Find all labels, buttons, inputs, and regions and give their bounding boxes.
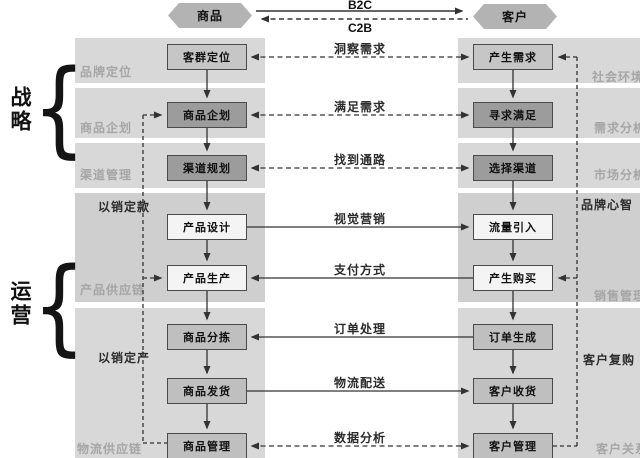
flow-label-find-channel: 找到通路 bbox=[333, 153, 386, 167]
strategy-brace: { bbox=[32, 47, 86, 169]
c2b-label: C2B bbox=[347, 21, 372, 35]
left-band3-label: 渠道管理 bbox=[80, 168, 133, 182]
header-arrows bbox=[256, 7, 468, 23]
right-band1-label: 社会环境 bbox=[592, 70, 640, 84]
box-audience-positioning: 客群定位 bbox=[167, 44, 247, 70]
product-hexagon-label: 商品 bbox=[196, 9, 223, 23]
group-label-strategy: 战略 bbox=[8, 86, 31, 134]
b2c-label: B2C bbox=[347, 0, 372, 12]
product-hexagon: 商品 bbox=[168, 3, 252, 28]
box-goods-management: 商品管理 bbox=[167, 433, 247, 458]
box-channel-planning: 渠道规划 bbox=[167, 155, 247, 181]
box-product-planning: 商品企划 bbox=[167, 102, 247, 128]
right-band4-top-label: 品牌心智 bbox=[581, 198, 634, 212]
box-product-production: 产品生产 bbox=[167, 265, 247, 291]
box-choose-channel: 选择渠道 bbox=[473, 155, 553, 181]
flow-label-satisfy-demand: 满足需求 bbox=[333, 100, 386, 114]
flow-label-logistics: 物流配送 bbox=[333, 376, 386, 390]
customer-hexagon: 客户 bbox=[473, 4, 557, 29]
right-band5-top-label: 客户复购 bbox=[583, 353, 636, 367]
flow-label-payment-method: 支付方式 bbox=[333, 263, 386, 277]
group-label-operations: 运营 bbox=[8, 280, 31, 328]
box-demand-generation: 产生需求 bbox=[473, 44, 553, 70]
box-seek-satisfaction: 寻求满足 bbox=[473, 102, 553, 128]
box-product-design: 产品设计 bbox=[167, 214, 247, 240]
flow-label-data-analysis: 数据分析 bbox=[333, 431, 386, 445]
right-band3-label: 市场分析 bbox=[594, 168, 640, 182]
box-customer-receiving: 客户收货 bbox=[473, 378, 553, 404]
box-traffic-acquisition: 流量引入 bbox=[473, 214, 553, 240]
operations-brace: { bbox=[32, 245, 86, 367]
flow-label-order-processing: 订单处理 bbox=[333, 322, 386, 336]
box-goods-sorting: 商品分拣 bbox=[167, 324, 247, 350]
flow-label-insight-demand: 洞察需求 bbox=[333, 42, 386, 56]
left-band2-label: 商品企划 bbox=[80, 121, 133, 135]
left-band4-bottom-label: 产品供应链 bbox=[80, 283, 146, 297]
flow-label-visual-marketing: 视觉营销 bbox=[333, 212, 386, 226]
left-band5-bottom-label: 物流供应链 bbox=[77, 442, 143, 456]
right-band5-bottom-label: 客户关系 bbox=[596, 442, 640, 456]
left-band5-top-label: 以销定产 bbox=[98, 351, 151, 365]
box-goods-shipping: 商品发货 bbox=[167, 378, 247, 404]
customer-hexagon-label: 客户 bbox=[501, 10, 528, 24]
box-order-creation: 订单生成 bbox=[473, 324, 553, 350]
right-band4-bottom-label: 销售管理 bbox=[594, 289, 640, 303]
box-purchase: 产生购买 bbox=[473, 265, 553, 291]
left-band4-top-label: 以销定款 bbox=[98, 200, 151, 214]
left-band1-label: 品牌定位 bbox=[80, 65, 133, 79]
box-customer-management: 客户管理 bbox=[473, 433, 553, 458]
right-band2-label: 需求分析 bbox=[594, 121, 640, 135]
